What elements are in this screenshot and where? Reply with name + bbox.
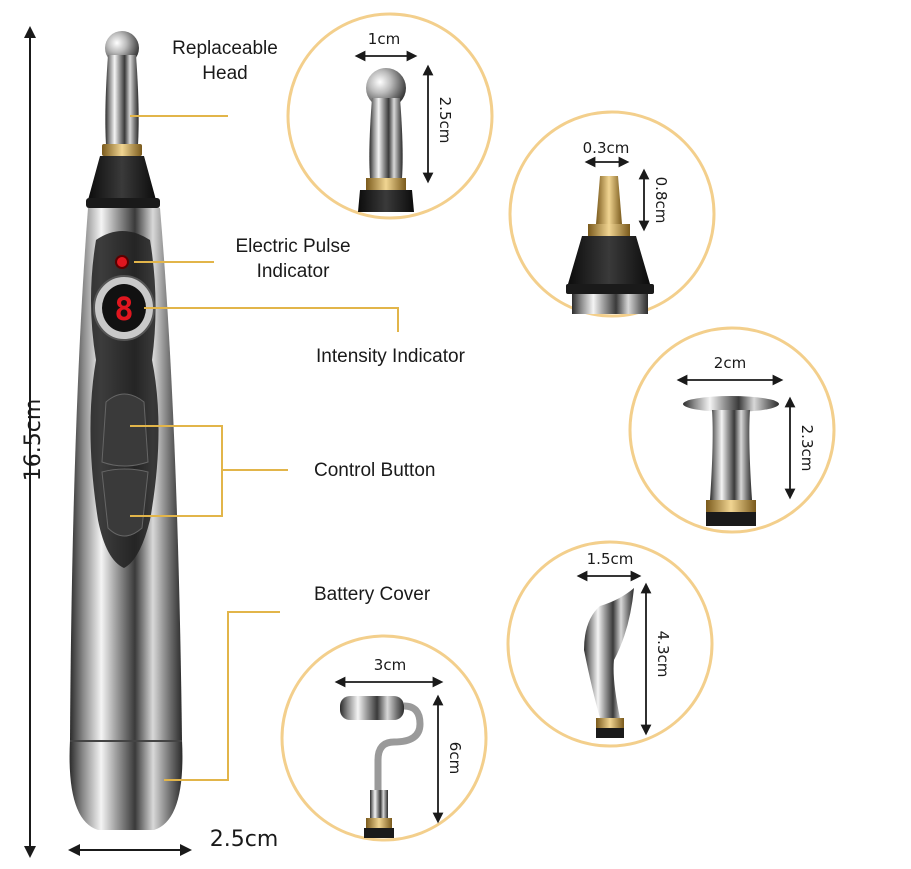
head5-width-label: 3cm bbox=[374, 656, 406, 674]
pulse-led bbox=[115, 255, 129, 269]
head-roller-detail: 3cm 6cm bbox=[280, 634, 488, 842]
replaceable-head-label: Replaceable Head bbox=[172, 38, 278, 84]
display-screen bbox=[102, 284, 146, 332]
head-ball-detail: 1cm 2.5cm bbox=[286, 12, 494, 220]
electric-pulse-label: Electric Pulse Indicator bbox=[235, 236, 351, 282]
head3-height-label: 2.3cm bbox=[798, 425, 816, 472]
pen-width-label: 2.5cm bbox=[210, 827, 279, 852]
control-button-minus[interactable] bbox=[101, 393, 149, 467]
pen-head-stem bbox=[105, 55, 139, 145]
head-flat-detail: 2cm 2.3cm bbox=[628, 326, 836, 534]
control-button-label: Control Button bbox=[314, 460, 436, 481]
battery-cover-label: Battery Cover bbox=[314, 584, 431, 605]
pen-black-collar bbox=[88, 156, 156, 200]
pointer-lines bbox=[130, 115, 399, 781]
display-digit: 8 bbox=[114, 290, 133, 328]
battery-cover[interactable] bbox=[69, 740, 183, 830]
control-button-plus[interactable] bbox=[101, 468, 149, 537]
pen-length-label: 16.5cm bbox=[21, 399, 46, 482]
head3-width-label: 2cm bbox=[714, 354, 746, 372]
head-scraper-detail: 1.5cm 4.3cm bbox=[506, 540, 714, 748]
pen-collar-rim bbox=[86, 198, 160, 208]
head1-height-label: 2.5cm bbox=[436, 97, 454, 144]
head2-height-label: 0.8cm bbox=[652, 177, 670, 224]
head2-width-label: 0.3cm bbox=[583, 139, 630, 157]
acupuncture-pen: 8 bbox=[69, 31, 183, 830]
head5-height-label: 6cm bbox=[446, 742, 464, 774]
pen-gold-ring bbox=[102, 144, 142, 156]
head4-width-label: 1.5cm bbox=[587, 550, 634, 568]
head4-height-label: 4.3cm bbox=[654, 631, 672, 678]
intensity-indicator-label: Intensity Indicator bbox=[316, 346, 465, 367]
head1-width-label: 1cm bbox=[368, 30, 400, 48]
head-needle-detail: 0.3cm 0.8cm bbox=[508, 110, 716, 318]
